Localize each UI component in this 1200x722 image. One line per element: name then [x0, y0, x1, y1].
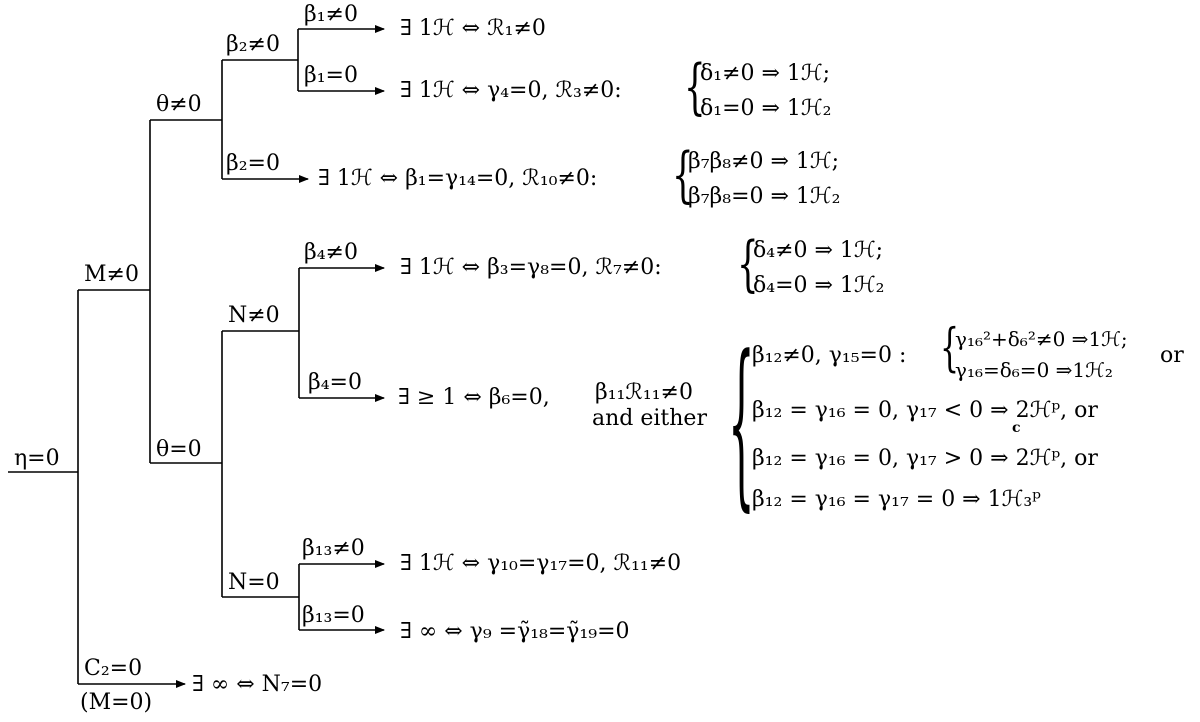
- result-r5-b: β₁₁ℛ₁₁≠0: [595, 380, 693, 405]
- result-r3-case1: β₇β₈≠0 ⇒ 1ℋ;: [688, 149, 840, 174]
- result-r5-case1-or: or: [1160, 343, 1184, 368]
- result-r4-case1: δ₄≠0 ⇒ 1ℋ;: [753, 238, 884, 263]
- result-C2: ∃ ∞ ⇔ N₇=0: [192, 672, 323, 697]
- result-beta13-ne: ∃ 1ℋ ⇔ γ₁₀=γ₁₇=0, ℛ₁₁≠0: [400, 551, 682, 576]
- result-r5-case1: β₁₂≠0, γ₁₅=0 :: [752, 343, 907, 368]
- result-beta2-eq: ∃ 1ℋ ⇔ β₁=γ₁₄=0, ℛ₁₀≠0:: [318, 166, 598, 191]
- brace-r5: {: [728, 316, 755, 528]
- result-beta13-eq: ∃ ∞ ⇔ γ₉ =γ̃₁₈=γ̃₁₉=0: [400, 619, 630, 644]
- result-beta4-eq: ∃ ≥ 1 ⇔ β₆=0,: [398, 385, 550, 410]
- label-N-ne: N≠0: [228, 303, 280, 328]
- result-r3-case2: β₇β₈=0 ⇒ 1ℋ₂: [688, 184, 841, 209]
- label-theta-eq: θ=0: [156, 437, 202, 462]
- result-r5-case1b: γ₁₆=δ₆=0 ⇒1ℋ₂: [955, 358, 1113, 382]
- label-N-eq: N=0: [228, 570, 280, 595]
- label-beta1-eq: β₁=0: [304, 63, 358, 88]
- label-eta: η=0: [14, 446, 60, 471]
- result-r5-case2: β₁₂ = γ₁₆ = 0, γ₁₇ < 0 ⇒ 2ℋᵖ, or: [752, 398, 1098, 423]
- label-beta2-ne: β₂≠0: [226, 32, 280, 57]
- label-beta2-eq: β₂=0: [226, 151, 280, 176]
- brace-r5-inner: {: [940, 318, 960, 379]
- label-beta4-ne: β₄≠0: [304, 240, 358, 265]
- result-r5-either: and either: [592, 406, 707, 431]
- label-beta13-ne: β₁₃≠0: [302, 536, 365, 561]
- label-C2-note: (M=0): [80, 690, 153, 715]
- result-r2-case1: δ₁≠0 ⇒ 1ℋ;: [700, 61, 831, 86]
- label-C2: C₂=0: [84, 656, 143, 681]
- brace-r2: {: [684, 52, 706, 123]
- result-r5-case3: β₁₂ = γ₁₆ = 0, γ₁₇ > 0 ⇒ 2ℋᵖ, or: [752, 446, 1098, 471]
- result-beta1-eq: ∃ 1ℋ ⇔ γ₄=0, ℛ₃≠0:: [400, 78, 622, 103]
- result-beta4-ne: ∃ 1ℋ ⇔ β₃=γ₈=0, ℛ₇≠0:: [400, 255, 662, 280]
- label-beta13-eq: β₁₃=0: [302, 603, 365, 628]
- label-M-ne: M≠0: [84, 262, 139, 287]
- result-r5-case1a: γ₁₆²+δ₆²≠0 ⇒1ℋ;: [955, 327, 1128, 351]
- label-beta4-eq: β₄=0: [308, 370, 362, 395]
- result-r4-case2: δ₄=0 ⇒ 1ℋ₂: [753, 273, 885, 298]
- result-r5-case4: β₁₂ = γ₁₆ = γ₁₇ = 0 ⇒ 1ℋ₃ᵖ: [752, 487, 1041, 512]
- brace-r3: {: [672, 140, 694, 211]
- brace-r4: {: [737, 229, 759, 300]
- result-r5-case3-mark: c: [1012, 420, 1021, 436]
- result-beta1-ne: ∃ 1ℋ ⇔ ℛ₁≠0: [400, 16, 546, 41]
- label-beta1-ne: β₁≠0: [304, 2, 358, 27]
- label-theta-ne: θ≠0: [156, 92, 202, 117]
- result-r2-case2: δ₁=0 ⇒ 1ℋ₂: [700, 96, 832, 121]
